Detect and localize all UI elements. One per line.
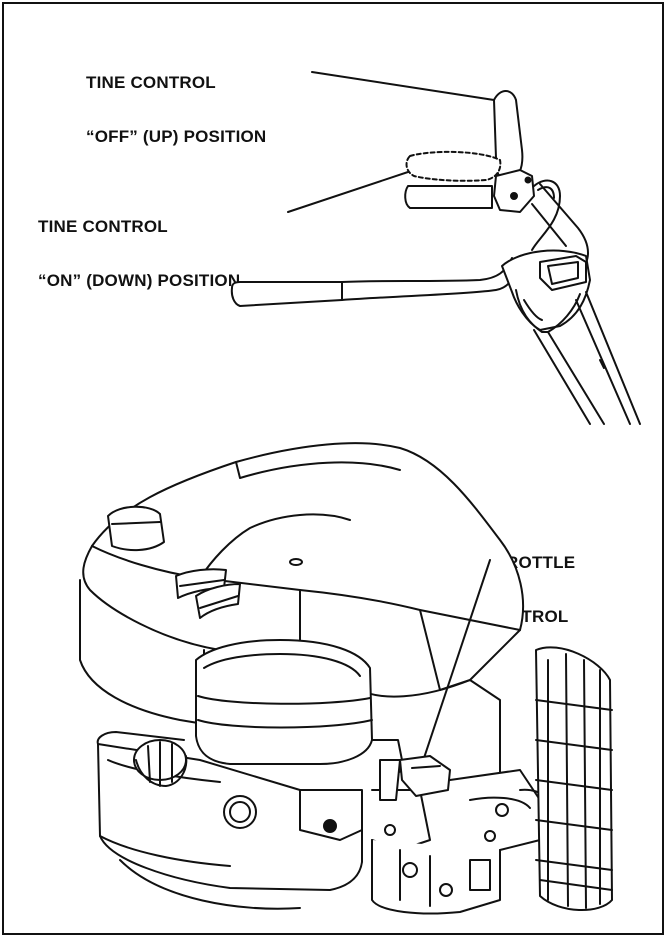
- callout-tine-on-line2: “ON” (DOWN) POSITION: [38, 271, 241, 290]
- tine-lever-down: [405, 150, 502, 182]
- leader-tine-off: [311, 71, 495, 101]
- callout-tine-off-line2: “OFF” (UP) POSITION: [86, 127, 267, 146]
- callout-tine-off-line1: TINE CONTROL: [86, 73, 216, 92]
- upper-grip: [404, 185, 493, 209]
- handlebar-illustration: [230, 71, 641, 425]
- callout-tine-off: TINE CONTROL “OFF” (UP) POSITION: [86, 38, 266, 164]
- lower-handlebar: [230, 257, 517, 307]
- callout-tine-on-line1: TINE CONTROL: [38, 217, 168, 236]
- leader-throttle: [419, 559, 491, 771]
- air-filter: [195, 639, 373, 765]
- leader-tine-on: [287, 169, 415, 213]
- finger-guard: [535, 646, 613, 911]
- engine-illustration: [79, 442, 613, 915]
- callout-tine-on: TINE CONTROL “ON” (DOWN) POSITION: [38, 182, 240, 308]
